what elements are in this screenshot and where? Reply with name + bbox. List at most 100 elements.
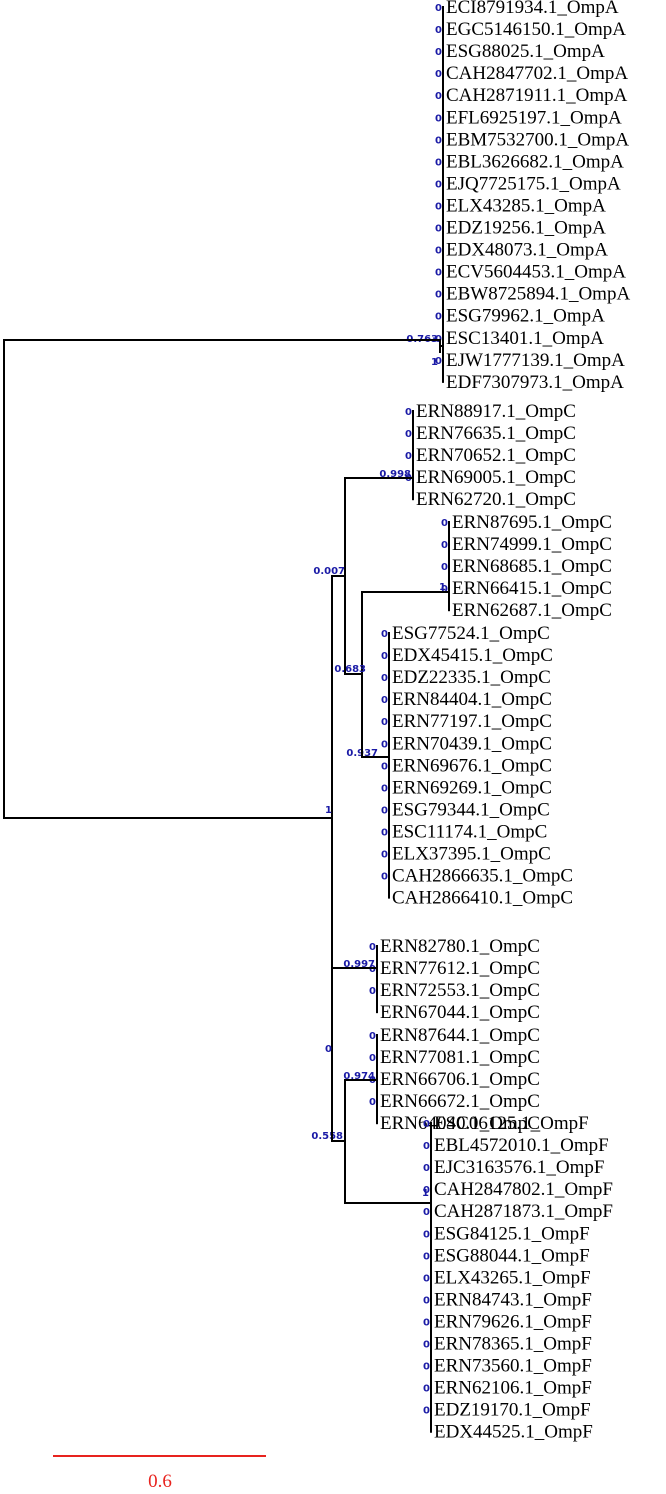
leaf-label: EDF7307973.1_OmpA: [446, 372, 624, 393]
support-value: 0: [381, 739, 388, 750]
support-value: 0.558: [311, 1131, 343, 1142]
leaf-label: EBL3626682.1_OmpA: [446, 151, 624, 172]
leaf-label: ERN69269.1_OmpC: [392, 777, 552, 798]
support-value: 0: [381, 805, 388, 816]
support-value: 0: [369, 986, 376, 997]
support-value: 0: [441, 584, 448, 595]
support-value: 0: [435, 69, 442, 80]
leaf-label: EBL4572010.1_OmpF: [434, 1135, 609, 1156]
leaf-label: ERN77197.1_OmpC: [392, 711, 552, 732]
leaf-label: CAH2871911.1_OmpA: [446, 85, 628, 106]
support-value: 0: [405, 429, 412, 440]
support-value: 0: [381, 761, 388, 772]
support-value: 0: [435, 356, 442, 367]
leaf-label: ERN67044.1_OmpC: [380, 1002, 540, 1023]
leaf-label: ERN70652.1_OmpC: [416, 445, 576, 466]
support-value: 0: [435, 113, 442, 124]
leaf-label: ERN74999.1_OmpC: [452, 534, 612, 555]
leaf-label: ERN66672.1_OmpC: [380, 1091, 540, 1112]
support-value: 0: [381, 695, 388, 706]
support-value: 0: [435, 201, 442, 212]
support-value: 1: [439, 582, 446, 593]
support-value: 0: [441, 540, 448, 551]
support-value: 0.998: [379, 469, 411, 480]
leaf-label: ESG79344.1_OmpC: [392, 799, 550, 820]
support-value: 0: [369, 942, 376, 953]
support-value: 0: [441, 518, 448, 529]
leaf-label: ERN72553.1_OmpC: [380, 980, 540, 1001]
leaf-label: EDZ22335.1_OmpC: [392, 667, 551, 688]
support-value: 0: [325, 1044, 332, 1055]
leaf-label: EDX48073.1_OmpA: [446, 240, 608, 261]
leaf-label: CAH2866635.1_OmpC: [392, 866, 573, 887]
leaf-label: ECV5604453.1_OmpA: [446, 262, 626, 283]
leaf-label: EBW8725894.1_OmpA: [446, 284, 630, 305]
leaf-label: ERN68685.1_OmpC: [452, 556, 612, 577]
leaf-label: ERN87644.1_OmpC: [380, 1025, 540, 1046]
leaf-label: ESG88025.1_OmpA: [446, 41, 605, 62]
support-value: 0: [381, 783, 388, 794]
support-value: 0: [423, 1229, 430, 1240]
support-value: 0: [435, 3, 442, 14]
support-value: 0: [423, 1340, 430, 1351]
support-value: 0: [435, 246, 442, 257]
support-value: 0: [435, 224, 442, 235]
leaf-label: ERN62106.1_OmpF: [434, 1378, 592, 1399]
support-value: 0: [423, 1185, 430, 1196]
leaf-label: ERN66415.1_OmpC: [452, 578, 612, 599]
support-value: 0: [423, 1406, 430, 1417]
support-value: 0: [435, 312, 442, 323]
leaf-label: ESG88044.1_OmpF: [434, 1245, 590, 1266]
leaf-label: ERN87695.1_OmpC: [452, 512, 612, 533]
support-value: 0: [381, 629, 388, 640]
support-value: 0: [423, 1141, 430, 1152]
leaf-label: ESC11174.1_OmpC: [392, 821, 547, 842]
leaf-label: EJC3163576.1_OmpF: [434, 1157, 605, 1178]
leaf-label: ERN77081.1_OmpC: [380, 1047, 540, 1068]
leaf-label: ERN66706.1_OmpC: [380, 1069, 540, 1090]
leaf-label: CAH2871873.1_OmpF: [434, 1201, 613, 1222]
support-value: 0: [405, 407, 412, 418]
support-value: 0: [369, 1031, 376, 1042]
leaf-label: ERN79626.1_OmpF: [434, 1311, 592, 1332]
support-value: 0.974: [343, 1071, 375, 1082]
leaf-label: ESG84125.1_OmpF: [434, 1223, 590, 1244]
support-value: 0: [423, 1163, 430, 1174]
support-value: 0.997: [343, 959, 375, 970]
leaf-label: ERN62687.1_OmpC: [452, 600, 612, 621]
support-value: 0: [423, 1384, 430, 1395]
support-value: 0: [423, 1317, 430, 1328]
leaf-label: ELX43265.1_OmpF: [434, 1267, 591, 1288]
leaf-label: ELX37395.1_OmpC: [392, 844, 551, 865]
support-value: 0: [381, 872, 388, 883]
leaf-label: ERN64040.1_OmpC: [380, 1113, 540, 1134]
leaf-label: EFL6925197.1_OmpA: [446, 107, 622, 128]
support-value: 0: [435, 179, 442, 190]
leaf-label: ECI8791934.1_OmpA: [446, 0, 619, 18]
support-value: 0: [423, 1362, 430, 1373]
support-value: 0: [435, 157, 442, 168]
leaf-label: EGC5146150.1_OmpA: [446, 19, 626, 40]
support-value: 0: [381, 850, 388, 861]
leaf-label: ESC13401.1_OmpA: [446, 328, 604, 349]
support-value: 0: [381, 717, 388, 728]
leaf-label: EJQ7725175.1_OmpA: [446, 173, 621, 194]
leaf-label: ESG79962.1_OmpA: [446, 306, 605, 327]
leaf-label: ERN88917.1_OmpC: [416, 401, 576, 422]
leaf-label: ERN62720.1_OmpC: [416, 489, 576, 510]
support-value: 1: [325, 805, 332, 816]
support-value: 0: [435, 91, 442, 102]
support-value: 0: [381, 651, 388, 662]
support-value: 0.007: [313, 566, 345, 577]
leaf-label: EDX44525.1_OmpF: [434, 1422, 593, 1443]
support-value: 0: [423, 1207, 430, 1218]
leaf-label: CAH2866410.1_OmpC: [392, 888, 573, 909]
leaf-label: ERN77612.1_OmpC: [380, 958, 540, 979]
scale-bar-label: 0.6: [148, 1471, 172, 1492]
support-value: 0.683: [334, 664, 366, 675]
support-value: 0: [435, 47, 442, 58]
leaf-label: ERN70439.1_OmpC: [392, 733, 552, 754]
support-value: 0: [435, 290, 442, 301]
support-value: 0: [423, 1251, 430, 1262]
